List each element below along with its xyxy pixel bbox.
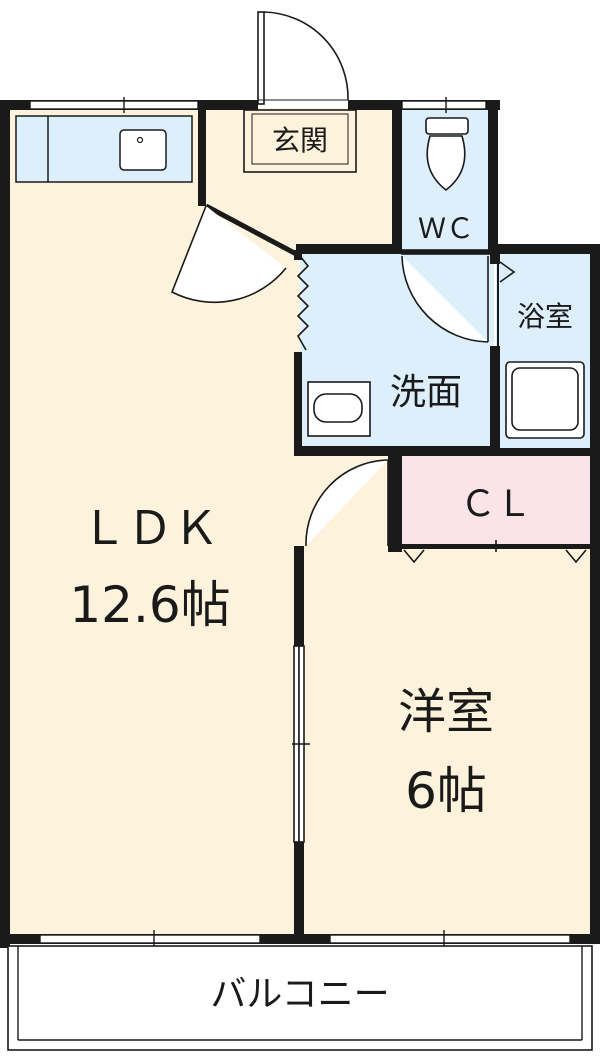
room-labels: ＬＤＫ 12.6帖 洋室 6帖 玄関 ＷＣ 洗面 浴室 ＣＬ バルコニー bbox=[69, 124, 573, 1015]
ldk-size-label: 12.6帖 bbox=[69, 576, 230, 634]
bathtub-icon bbox=[505, 361, 585, 439]
western-size-label: 6帖 bbox=[405, 762, 487, 820]
doors bbox=[170, 11, 587, 843]
closet-label: ＣＬ bbox=[460, 484, 532, 525]
kitchen-counter bbox=[15, 115, 193, 183]
bath-label: 浴室 bbox=[517, 300, 573, 333]
balcony-label: バルコニー bbox=[210, 974, 389, 1015]
ldk-name-label: ＬＤＫ bbox=[81, 501, 219, 555]
fixtures bbox=[243, 109, 585, 439]
ldk-door bbox=[170, 203, 302, 304]
sliding-door bbox=[292, 645, 310, 843]
toilet-door bbox=[401, 249, 491, 343]
windows bbox=[29, 97, 571, 948]
bath-door bbox=[497, 261, 516, 346]
washroom-label: 洗面 bbox=[390, 372, 462, 413]
western-name-label: 洋室 bbox=[398, 684, 494, 740]
sink-icon bbox=[119, 129, 167, 171]
entrance-label: 玄関 bbox=[272, 124, 328, 157]
front-door bbox=[257, 11, 349, 105]
closet-floor bbox=[400, 454, 592, 546]
western-room-floor bbox=[300, 546, 592, 938]
toilet-label: ＷＣ bbox=[418, 212, 474, 245]
western-door bbox=[305, 459, 389, 547]
toilet-icon bbox=[425, 117, 469, 192]
balcony bbox=[7, 945, 593, 1051]
washbasin-icon bbox=[307, 381, 371, 437]
accordion-door bbox=[296, 255, 310, 351]
